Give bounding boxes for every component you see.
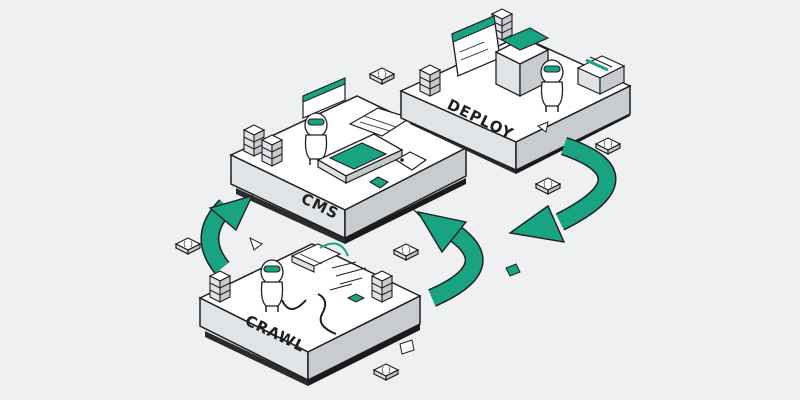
- robot-icon: [540, 59, 564, 113]
- broken-cable-icon: [281, 293, 337, 335]
- code-braces-icon: [535, 177, 561, 195]
- code-braces-icon: [369, 67, 395, 85]
- editor-screen-icon: [316, 133, 404, 185]
- debris-shard: [505, 263, 521, 277]
- server-rack-icon: [261, 134, 283, 167]
- code-window-icon: [451, 15, 501, 77]
- network-switch-icon: [290, 242, 349, 273]
- curved-arrow-icon: [416, 210, 484, 307]
- server-rack-icon: [371, 270, 393, 303]
- debris-shard: [536, 121, 549, 133]
- deploy-platform: DEPLOY: [399, 8, 632, 174]
- code-lines-icon: [329, 261, 367, 291]
- debris-shard: [399, 339, 415, 355]
- price-tag-icon: [368, 151, 428, 189]
- curved-arrow-icon: [200, 194, 254, 274]
- code-braces-icon: [373, 363, 399, 381]
- cms-platform: CMS: [229, 77, 468, 244]
- debris-shard: [249, 237, 263, 251]
- server-rack-icon: [209, 270, 231, 303]
- server-rack-icon: [419, 64, 441, 97]
- curved-arrow-icon: [508, 137, 617, 243]
- crate-box-icon: [494, 27, 550, 98]
- server-rack-icon: [243, 124, 265, 157]
- debris-crack: [409, 205, 421, 217]
- code-braces-icon: [175, 237, 201, 255]
- code-braces-icon: [595, 137, 621, 155]
- price-tag-icon: [346, 293, 366, 303]
- crawl-platform: CRAWL: [198, 242, 422, 386]
- file-tray-icon: [576, 55, 626, 95]
- browser-window-icon: [302, 77, 346, 119]
- robot-icon: [260, 259, 284, 313]
- code-braces-icon: [393, 243, 419, 261]
